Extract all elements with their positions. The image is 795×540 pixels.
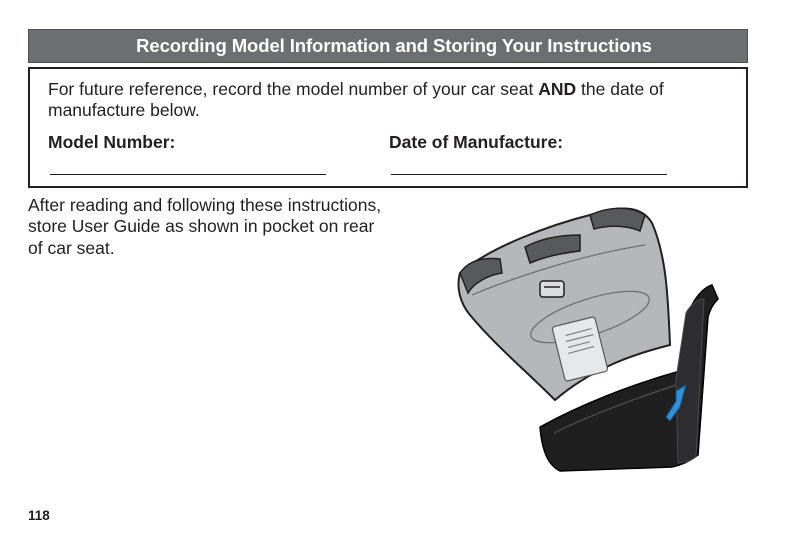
storage-instructions: After reading and following these instru…: [28, 195, 382, 258]
shell-top-bolster-left: [459, 257, 503, 295]
section-header-bar: Recording Model Information and Storing …: [28, 29, 748, 63]
record-instructions-text-end: the date of manufacture below.: [48, 79, 664, 120]
rear-pocket-edge: [553, 384, 677, 434]
car-seat-illustration: [457, 207, 719, 472]
date-of-manufacture-label: Date of Manufacture:: [389, 132, 564, 152]
shell-top-bolster-mid: [524, 234, 581, 265]
record-instructions-emphasis: AND: [538, 79, 577, 99]
model-info-box: For future reference, record the model n…: [28, 67, 748, 188]
seat-base-side-panel: [675, 298, 705, 464]
harness-adjuster: [539, 280, 565, 298]
shell-label-panel: [551, 316, 609, 382]
seat-base: [539, 284, 719, 472]
shell-top-bolster-right: [589, 207, 646, 233]
record-instructions-text: For future reference, record the model n…: [48, 79, 539, 99]
section-title: Recording Model Information and Storing …: [136, 35, 652, 56]
model-number-write-line: [50, 174, 326, 175]
blue-release-accent: [665, 383, 687, 422]
page-number: 118: [28, 508, 50, 523]
record-instructions: For future reference, record the model n…: [48, 79, 738, 121]
shell-inner-contour: [471, 244, 646, 296]
seat-shell: [457, 207, 672, 402]
model-number-label: Model Number:: [48, 132, 176, 152]
date-of-manufacture-write-line: [391, 174, 667, 175]
label-panel-text-lines: [565, 328, 595, 354]
